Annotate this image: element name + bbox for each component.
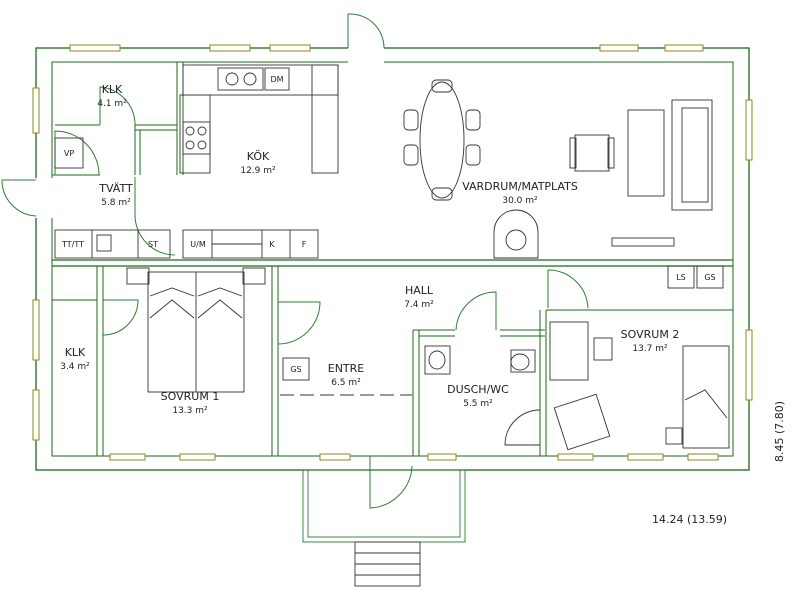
- fixture-label-f: F: [302, 240, 307, 249]
- room-area-sovrum1: 13.3 m²: [172, 406, 208, 416]
- room-area-vardrum: 30.0 m²: [502, 196, 538, 206]
- fixture-label-vp: VP: [64, 149, 74, 158]
- room-name-tvatt: TVÄTT: [98, 182, 133, 195]
- room-area-tvatt: 5.8 m²: [101, 198, 131, 208]
- room-name-klk-top: KLK: [102, 83, 123, 96]
- fixture-labels: VP TT/TT ST DM U/M K F LS GS GS: [61, 75, 716, 374]
- fixture-label-ls: LS: [676, 273, 686, 282]
- room-area-entre: 6.5 m²: [331, 378, 361, 388]
- room-name-kok: KÖK: [247, 150, 270, 163]
- windows: [32, 44, 753, 461]
- room-area-klk-left: 3.4 m²: [60, 362, 90, 372]
- bathroom-fixtures: [424, 345, 541, 446]
- room-area-sovrum2: 13.7 m²: [632, 344, 668, 354]
- room-area-dusch: 5.5 m²: [463, 399, 493, 409]
- fixture-label-gs-left: GS: [290, 365, 301, 374]
- width-dimension: 14.24 (13.59): [652, 513, 727, 526]
- room-name-hall: HALL: [405, 284, 434, 297]
- room-name-klk-left: KLK: [65, 346, 86, 359]
- room-name-entre: ENTRE: [328, 362, 365, 375]
- doors: [1, 13, 589, 509]
- room-labels: KLK 4.1 m² TVÄTT 5.8 m² KÖK 12.9 m² VARD…: [60, 83, 679, 416]
- room-area-kok: 12.9 m²: [240, 166, 276, 176]
- living-furniture: [403, 79, 713, 259]
- room-name-vardrum: VARDRUM/MATPLATS: [462, 180, 578, 193]
- fixture-label-gs-top: GS: [704, 273, 715, 282]
- outer-walls: [35, 47, 750, 471]
- bedroom1-furniture: [126, 267, 266, 393]
- kitchen-fixtures: [54, 64, 339, 259]
- room-name-dusch: DUSCH/WC: [447, 383, 509, 396]
- fixture-label-k: K: [269, 240, 275, 249]
- fixture-label-tt-tt: TT/TT: [61, 240, 84, 249]
- room-name-sovrum1: SOVRUM 1: [161, 390, 220, 403]
- room-area-klk-top: 4.1 m²: [97, 99, 127, 109]
- fixture-label-um: U/M: [190, 240, 206, 249]
- interior-walls: [52, 62, 733, 456]
- bedroom2-furniture: [282, 265, 730, 451]
- depth-dimension: 8.45 (7.80): [773, 401, 786, 462]
- fixture-label-st: ST: [148, 240, 158, 249]
- room-area-hall: 7.4 m²: [404, 300, 434, 310]
- entrance-porch: [302, 469, 466, 587]
- fixture-label-dm: DM: [270, 75, 283, 84]
- room-name-sovrum2: SOVRUM 2: [621, 328, 680, 341]
